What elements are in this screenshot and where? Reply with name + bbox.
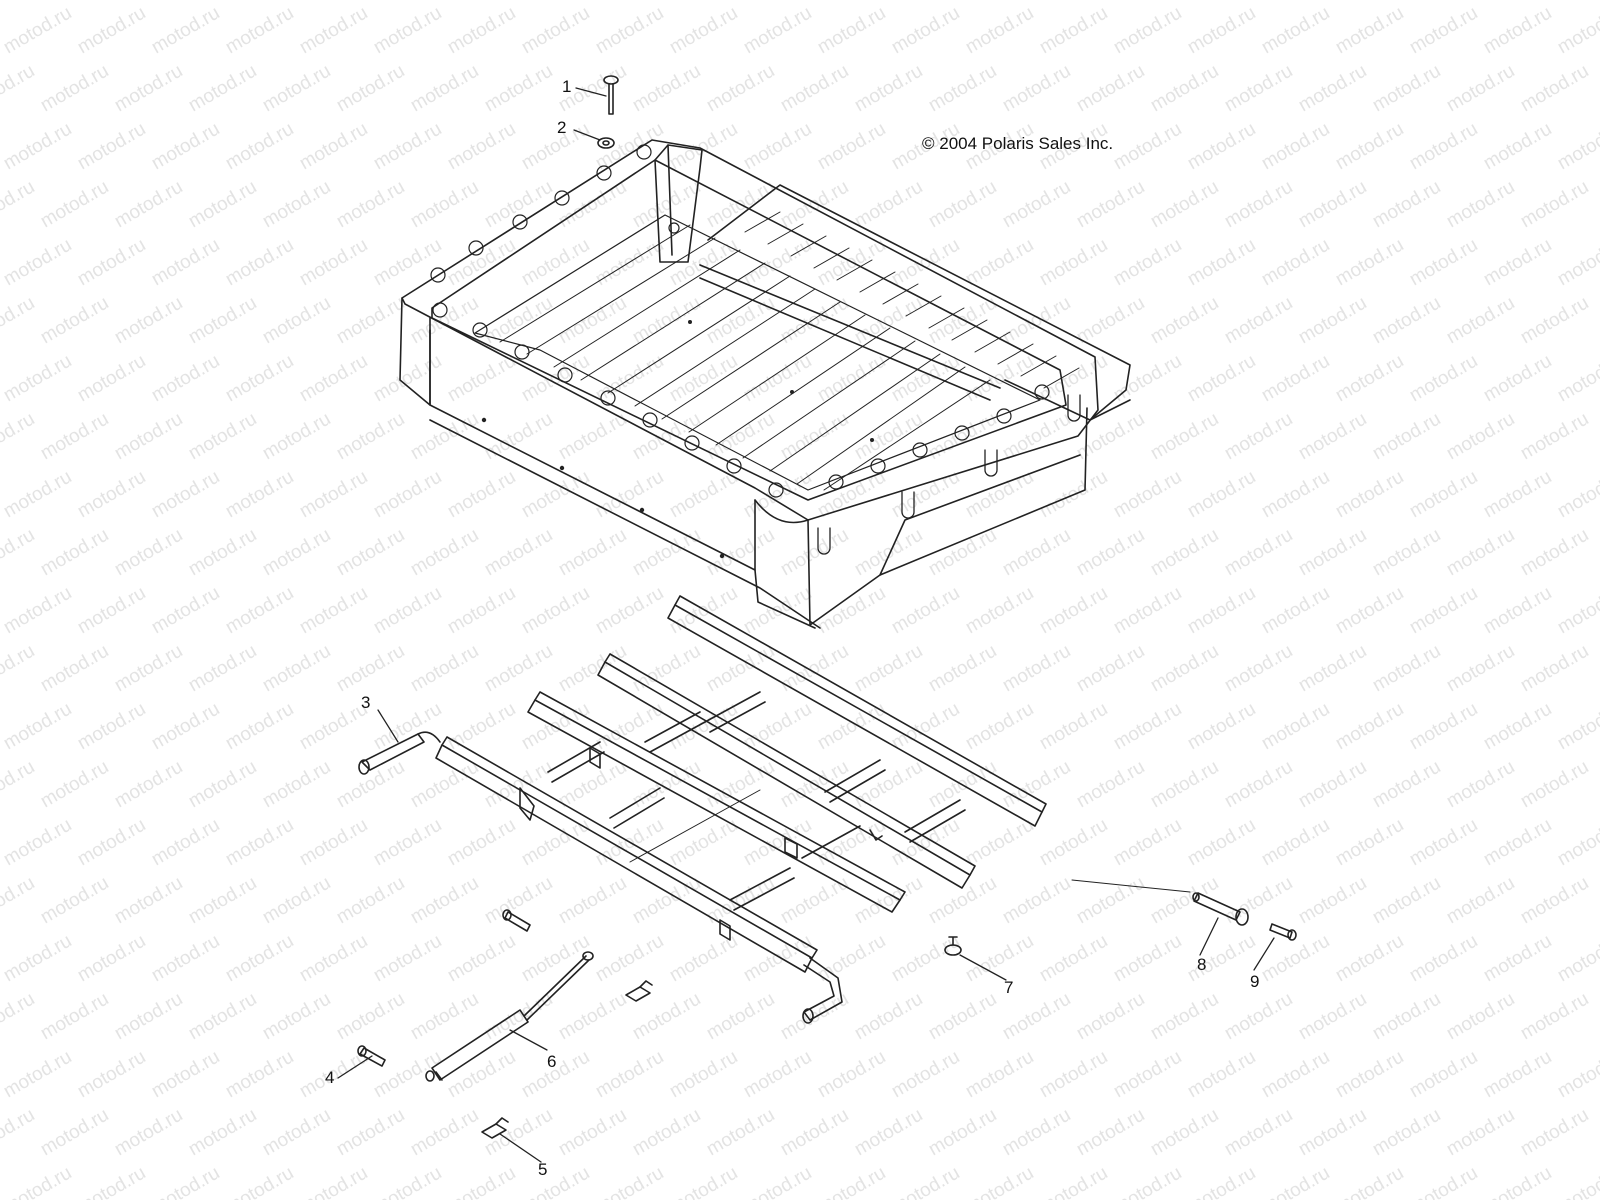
floor-ribs <box>499 224 991 491</box>
part-1-bolt <box>603 75 619 115</box>
tailgate-slots <box>744 211 1080 389</box>
callout-9: 9 <box>1250 972 1260 991</box>
part-2-nut <box>597 137 615 149</box>
part-3-latch-rod <box>358 731 843 1024</box>
part-8-bushing <box>1192 892 1249 926</box>
part-7-fastener <box>944 936 962 956</box>
callout-8: 8 <box>1197 955 1207 974</box>
callout-1: 1 <box>562 77 572 96</box>
rim-holes <box>430 144 1050 498</box>
clip <box>625 980 653 1002</box>
callout-2: 2 <box>557 118 567 137</box>
callout-3: 3 <box>361 693 371 712</box>
part-6-gas-strut <box>425 951 594 1082</box>
callout-5: 5 <box>538 1160 548 1179</box>
cargo-box <box>399 139 1131 629</box>
tie-down-loops <box>817 394 1081 555</box>
box-frame <box>435 595 1047 973</box>
callout-6: 6 <box>547 1052 557 1071</box>
part-4-pin <box>357 1045 386 1067</box>
pin <box>502 909 531 932</box>
callout-4: 4 <box>325 1068 335 1087</box>
leader-lines <box>337 87 1275 1163</box>
part-9-pin <box>1269 923 1297 941</box>
part-5-clip <box>481 1117 509 1139</box>
callout-7: 7 <box>1004 978 1014 997</box>
copyright-notice: © 2004 Polaris Sales Inc. <box>922 134 1114 153</box>
